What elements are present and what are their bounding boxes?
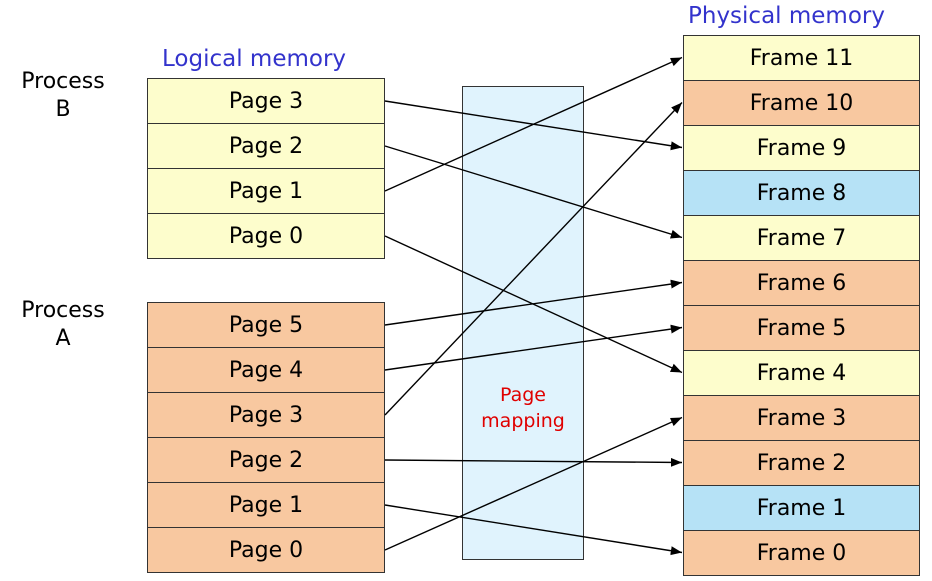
frame-7: Frame 7 bbox=[683, 215, 920, 261]
frame-2: Frame 2 bbox=[683, 440, 920, 486]
process-b-label: Process B bbox=[8, 68, 118, 124]
process-a-label: Process A bbox=[8, 297, 118, 353]
physical-memory-heading: Physical memory bbox=[688, 3, 885, 29]
process-a-page-1: Page 1 bbox=[147, 482, 385, 528]
frame-4: Frame 4 bbox=[683, 350, 920, 396]
process-a-page-0: Page 0 bbox=[147, 527, 385, 573]
process-b-page-2: Page 2 bbox=[147, 123, 385, 169]
process-a-page-5: Page 5 bbox=[147, 302, 385, 348]
page-mapping-label: Page mapping bbox=[462, 382, 584, 434]
frame-0: Frame 0 bbox=[683, 530, 920, 576]
frame-9: Frame 9 bbox=[683, 125, 920, 171]
process-a-label-line1: Process bbox=[21, 298, 105, 323]
frame-5: Frame 5 bbox=[683, 305, 920, 351]
frame-8: Frame 8 bbox=[683, 170, 920, 216]
logical-memory-heading: Logical memory bbox=[162, 46, 347, 72]
frame-10: Frame 10 bbox=[683, 80, 920, 126]
frame-6: Frame 6 bbox=[683, 260, 920, 306]
frame-1: Frame 1 bbox=[683, 485, 920, 531]
process-a-label-line2: A bbox=[55, 326, 71, 351]
process-b-label-line2: B bbox=[55, 97, 71, 122]
process-b-page-3: Page 3 bbox=[147, 78, 385, 124]
page-mapping-box bbox=[462, 86, 584, 560]
process-b-page-1: Page 1 bbox=[147, 168, 385, 214]
frame-11: Frame 11 bbox=[683, 35, 920, 81]
process-a-page-4: Page 4 bbox=[147, 347, 385, 393]
page-mapping-label-line2: mapping bbox=[481, 410, 565, 432]
process-b-label-line1: Process bbox=[21, 69, 105, 94]
frame-3: Frame 3 bbox=[683, 395, 920, 441]
process-a-page-2: Page 2 bbox=[147, 437, 385, 483]
process-a-page-3: Page 3 bbox=[147, 392, 385, 438]
page-mapping-label-line1: Page bbox=[500, 384, 546, 406]
process-b-page-0: Page 0 bbox=[147, 213, 385, 259]
